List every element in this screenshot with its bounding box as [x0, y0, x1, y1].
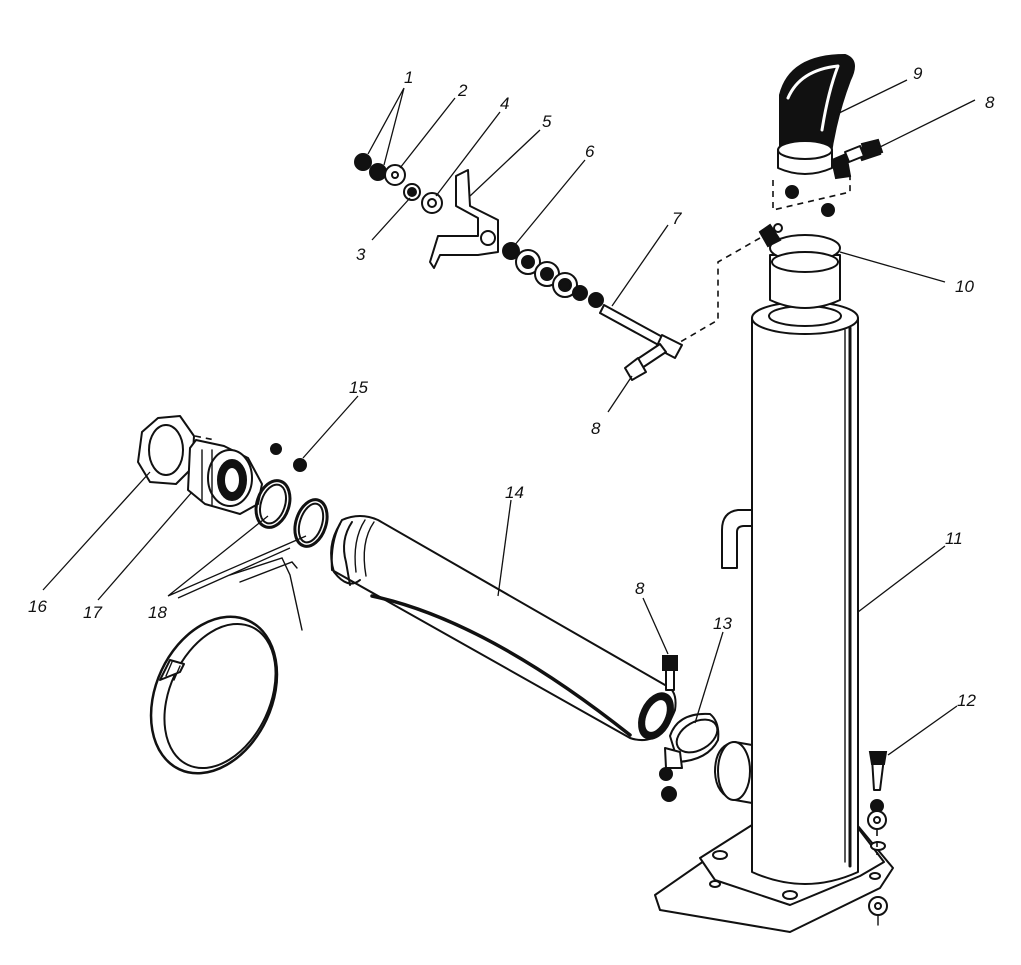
- leader-lines: [42, 79, 976, 756]
- assembly-line-bolt7: [674, 237, 761, 346]
- bolt-8-lower: [662, 655, 678, 691]
- clamp-10: [758, 223, 841, 309]
- callout-10: 10: [955, 277, 974, 296]
- bolt-8-upper: [844, 138, 884, 163]
- callout-9: 9: [913, 64, 923, 83]
- callout-3: 3: [356, 245, 366, 264]
- callout-13: 13: [713, 614, 732, 633]
- callout-8-lower: 8: [635, 579, 645, 598]
- exhaust-pipe-14: [330, 515, 677, 742]
- bolt-8-middle: [624, 343, 667, 381]
- callout-4: 4: [500, 94, 509, 113]
- clamp-13: [659, 712, 720, 802]
- callout-16: 16: [28, 597, 47, 616]
- adapter-17: [187, 439, 263, 515]
- fasteners-1-4: [354, 153, 443, 214]
- seal-rings-18: [254, 479, 329, 548]
- callout-7: 7: [672, 209, 682, 228]
- callout-5: 5: [542, 112, 552, 131]
- callout-6: 6: [585, 142, 595, 161]
- nuts-15: [270, 443, 307, 472]
- callout-17: 17: [83, 603, 102, 622]
- callout-2: 2: [457, 81, 468, 100]
- detail-arrow: [229, 557, 303, 631]
- callout-8-upper: 8: [985, 93, 995, 112]
- callout-labels: 1 2 3 4 5 6 7 8 8 8 9 10 11 12 13 14 15 …: [28, 64, 995, 710]
- rain-cap-9: [777, 53, 882, 217]
- bolt-7-assembly: [502, 242, 683, 359]
- callout-12: 12: [957, 691, 976, 710]
- callout-1: 1: [404, 68, 413, 87]
- callout-18: 18: [148, 603, 167, 622]
- bracket-5: [429, 169, 499, 269]
- bolt-12-assembly: [867, 751, 888, 926]
- assembly-line-16: [194, 435, 216, 441]
- callout-15: 15: [349, 378, 368, 397]
- callout-14: 14: [505, 483, 524, 502]
- flange-16: [137, 415, 195, 485]
- callout-11: 11: [945, 529, 963, 548]
- ring-detail-view: [149, 615, 279, 775]
- callout-8-middle: 8: [591, 419, 601, 438]
- assembly-line-top: [772, 175, 851, 212]
- vertical-exhaust-pipe: [714, 301, 859, 885]
